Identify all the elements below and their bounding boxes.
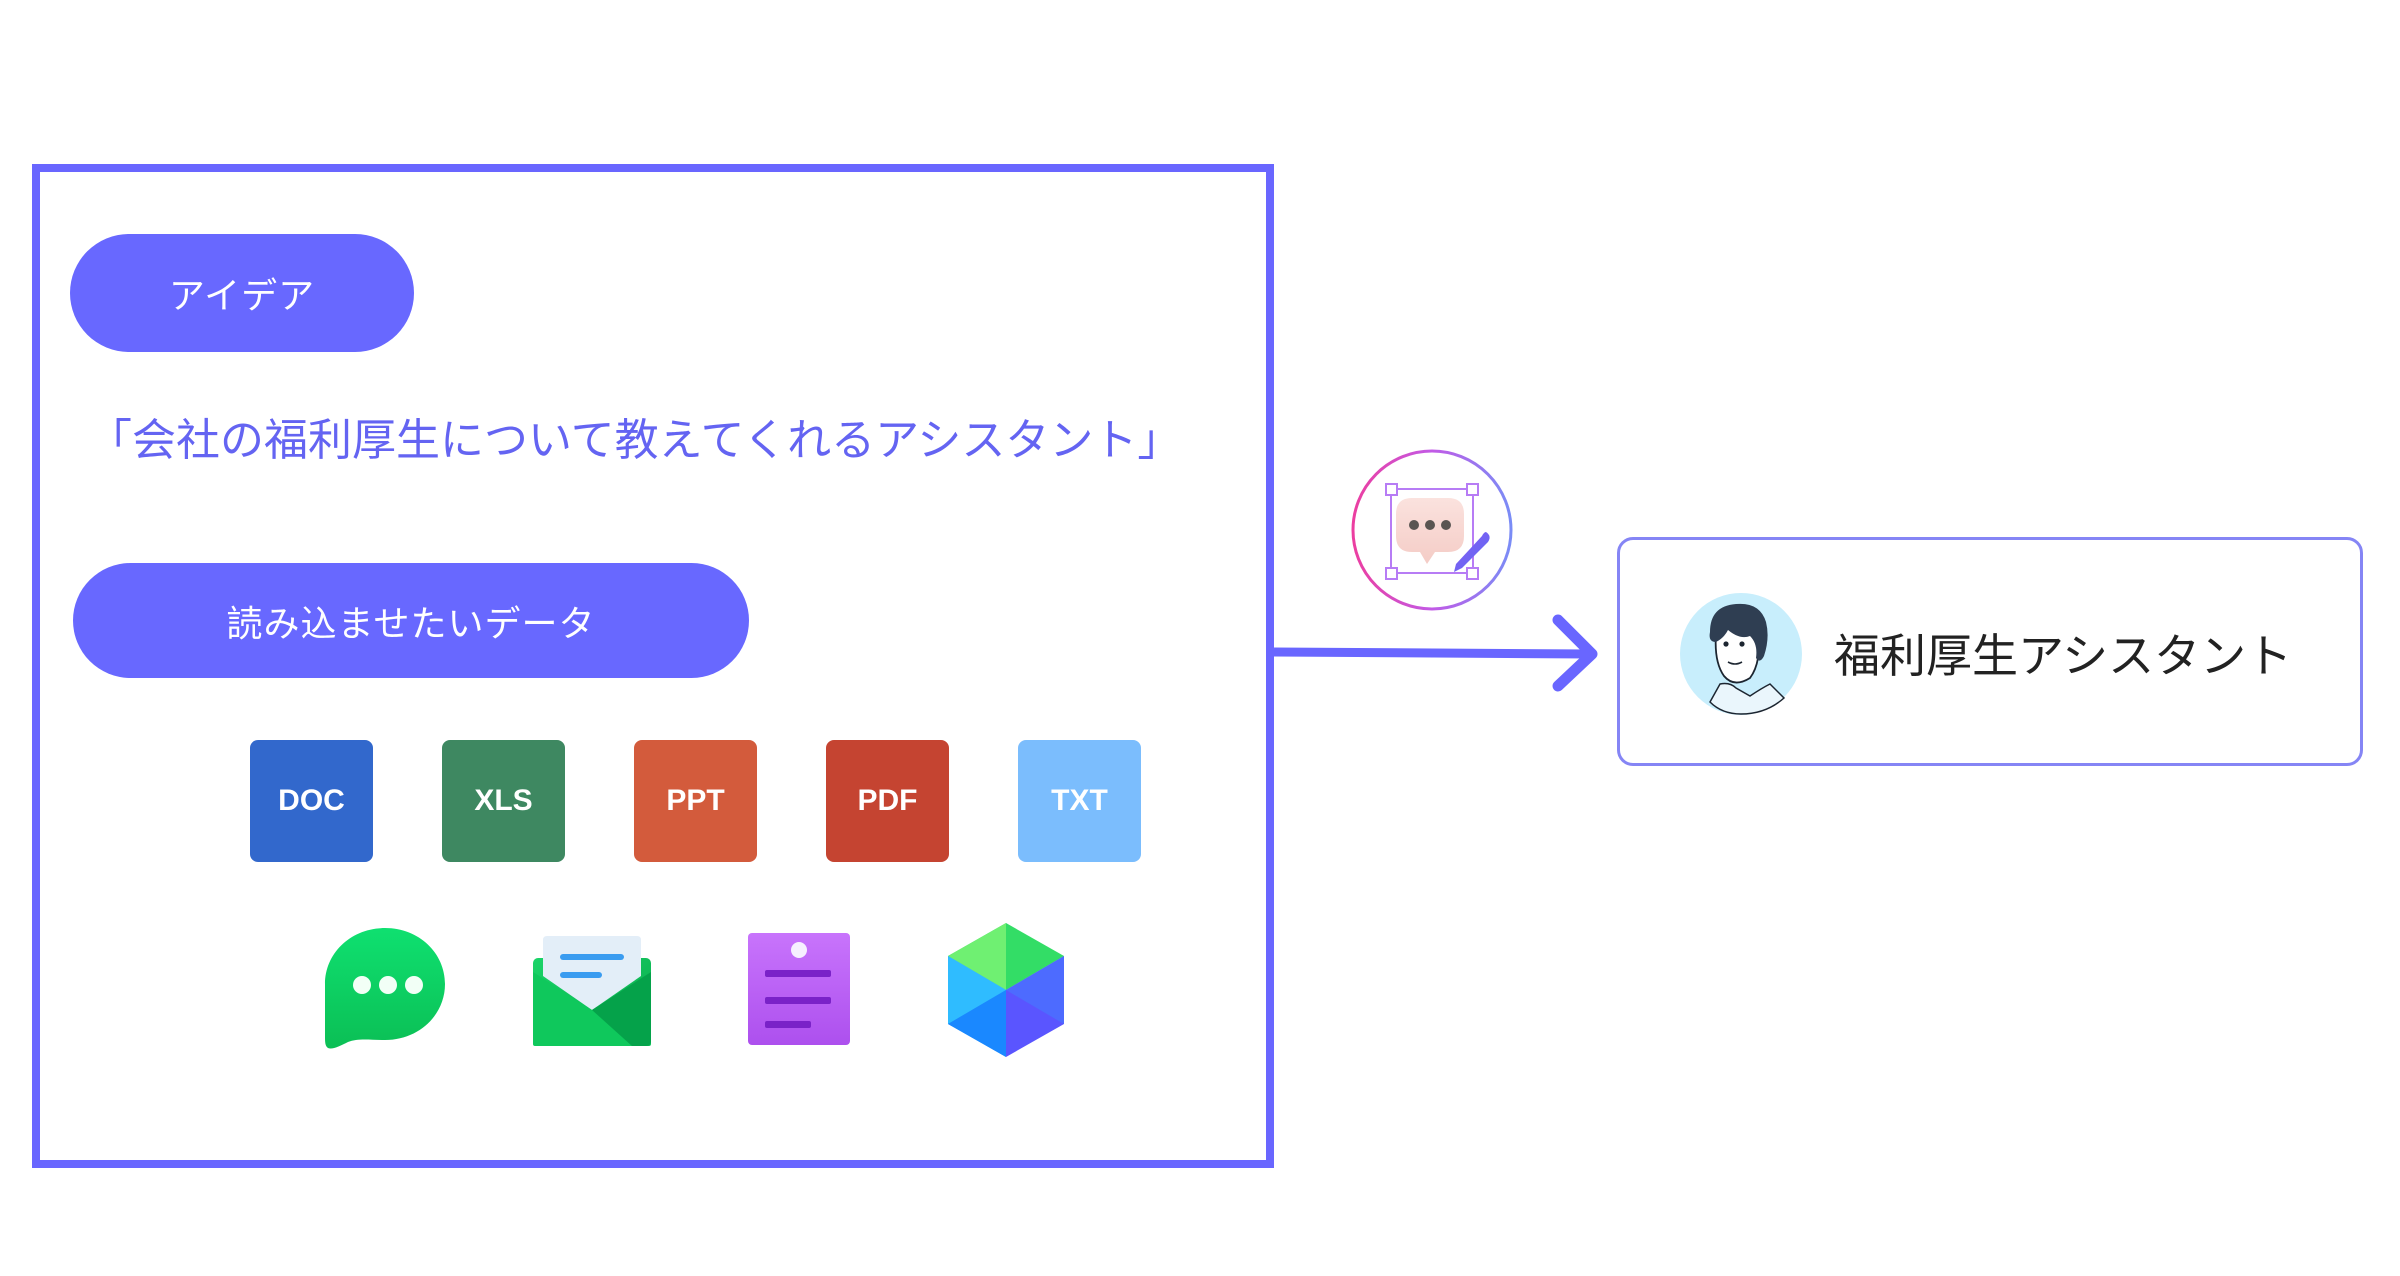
file-type-label: DOC (278, 784, 345, 817)
person-avatar-icon (1680, 593, 1802, 715)
pdf-file-icon: PDF (826, 740, 949, 862)
doc-file-icon: DOC (250, 740, 373, 862)
data-label-pill: 読み込ませたいデータ (73, 563, 749, 678)
file-type-label: XLS (474, 784, 533, 817)
file-type-label: TXT (1051, 784, 1108, 817)
txt-file-icon: TXT (1018, 740, 1141, 862)
idea-label: アイデア (168, 276, 316, 317)
data-label: 読み込ませたいデータ (226, 603, 596, 645)
file-type-label: PDF (857, 784, 918, 817)
mail-icon (533, 936, 651, 1046)
cube-icon (948, 923, 1064, 1057)
input-panel: アイデア 「会社の福利厚生について教えてくれるアシスタント」 読み込ませたいデー… (32, 164, 1274, 1168)
idea-label-pill: アイデア (70, 234, 414, 352)
assistant-title: 福利厚生アシスタント (1834, 629, 2293, 683)
file-type-label: PPT (666, 784, 725, 817)
chat-edit-icon (1351, 449, 1513, 611)
idea-text: 「会社の福利厚生について教えてくれるアシスタント」 (88, 415, 1182, 466)
note-icon (748, 933, 850, 1045)
ppt-file-icon: PPT (634, 740, 757, 862)
chat-bubble-icon (325, 928, 445, 1049)
assistant-card[interactable]: 福利厚生アシスタント (1617, 537, 2363, 766)
xls-file-icon: XLS (442, 740, 565, 862)
